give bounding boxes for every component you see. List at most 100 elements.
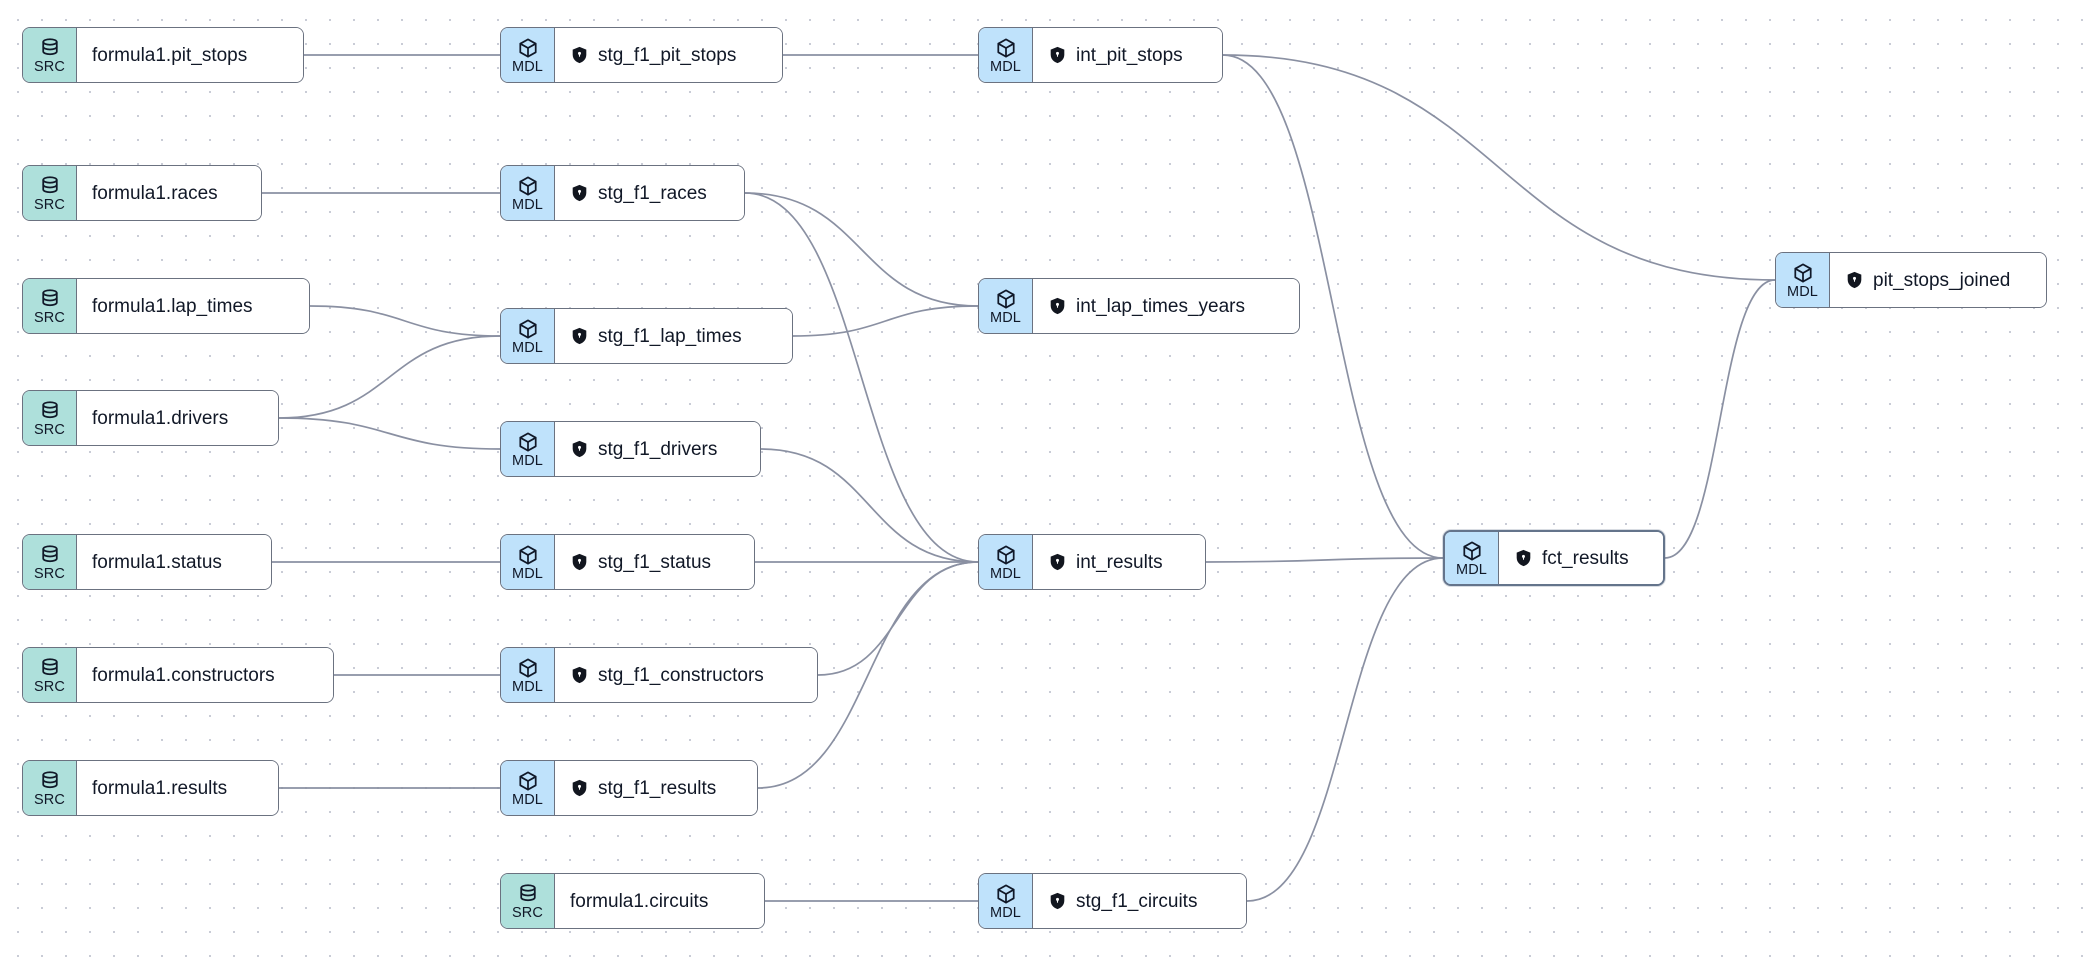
node-body[interactable]: formula1.drivers — [77, 391, 278, 445]
model-badge: MDL — [501, 166, 555, 220]
shield-lock-icon — [570, 45, 589, 65]
lineage-edge-stg_constructors-to-int_results — [817, 561, 979, 676]
shield-lock-icon — [570, 665, 589, 685]
node-kind-label: MDL — [990, 58, 1021, 75]
database-icon — [39, 544, 61, 566]
lineage-node-stg_lap_times[interactable]: MDL stg_f1_lap_times — [500, 308, 793, 364]
node-kind-label: MDL — [512, 196, 543, 213]
node-body[interactable]: formula1.constructors — [77, 648, 333, 702]
node-kind-label: MDL — [1787, 283, 1818, 300]
lineage-node-src_drivers[interactable]: SRC formula1.drivers — [22, 390, 279, 446]
lineage-node-src_pit_stops[interactable]: SRC formula1.pit_stops — [22, 27, 304, 83]
lineage-node-stg_pit_stops[interactable]: MDL stg_f1_pit_stops — [500, 27, 783, 83]
node-label: stg_f1_results — [598, 777, 717, 799]
lineage-node-src_lap_times[interactable]: SRC formula1.lap_times — [22, 278, 310, 334]
node-body[interactable]: formula1.pit_stops — [77, 28, 303, 82]
node-body[interactable]: int_lap_times_years — [1033, 279, 1299, 333]
node-kind-label: SRC — [34, 421, 65, 438]
node-label: formula1.constructors — [92, 664, 275, 686]
node-label: stg_f1_pit_stops — [598, 44, 737, 66]
model-badge: MDL — [501, 422, 555, 476]
cube-icon — [517, 431, 539, 453]
node-body[interactable]: formula1.lap_times — [77, 279, 309, 333]
shield-lock-icon — [570, 439, 589, 459]
lineage-node-stg_status[interactable]: MDL stg_f1_status — [500, 534, 755, 590]
node-body[interactable]: fct_results — [1499, 532, 1663, 584]
lineage-node-fct_results[interactable]: MDL fct_results — [1443, 530, 1665, 586]
node-body[interactable]: stg_f1_drivers — [555, 422, 760, 476]
node-body[interactable]: stg_f1_constructors — [555, 648, 817, 702]
model-badge: MDL — [501, 28, 555, 82]
node-body[interactable]: formula1.races — [77, 166, 261, 220]
node-kind-label: MDL — [512, 452, 543, 469]
lineage-node-stg_drivers[interactable]: MDL stg_f1_drivers — [500, 421, 761, 477]
node-label: formula1.races — [92, 182, 218, 204]
cube-icon — [995, 37, 1017, 59]
node-label: stg_f1_races — [598, 182, 707, 204]
node-body[interactable]: int_pit_stops — [1033, 28, 1222, 82]
cube-icon — [517, 37, 539, 59]
cube-icon — [517, 175, 539, 197]
node-label: stg_f1_drivers — [598, 438, 718, 460]
model-badge: MDL — [979, 535, 1033, 589]
node-body[interactable]: stg_f1_races — [555, 166, 744, 220]
source-badge: SRC — [23, 535, 77, 589]
source-badge: SRC — [23, 166, 77, 220]
node-body[interactable]: formula1.results — [77, 761, 278, 815]
database-icon — [39, 657, 61, 679]
shield-lock-icon — [570, 326, 589, 346]
shield-lock-icon — [570, 778, 589, 798]
node-body[interactable]: stg_f1_circuits — [1033, 874, 1246, 928]
lineage-node-src_constructors[interactable]: SRC formula1.constructors — [22, 647, 334, 703]
node-kind-label: MDL — [1456, 561, 1487, 578]
node-body[interactable]: int_results — [1033, 535, 1205, 589]
lineage-node-pit_stops_joined[interactable]: MDL pit_stops_joined — [1775, 252, 2047, 308]
source-badge: SRC — [23, 648, 77, 702]
database-icon — [517, 883, 539, 905]
lineage-node-stg_circuits[interactable]: MDL stg_f1_circuits — [978, 873, 1247, 929]
node-body[interactable]: stg_f1_status — [555, 535, 754, 589]
node-kind-label: MDL — [512, 339, 543, 356]
database-icon — [39, 175, 61, 197]
node-kind-label: SRC — [34, 58, 65, 75]
lineage-node-stg_results[interactable]: MDL stg_f1_results — [500, 760, 758, 816]
lineage-edge-stg_races-to-int_results — [744, 192, 979, 563]
node-label: formula1.results — [92, 777, 228, 799]
cube-icon — [517, 770, 539, 792]
node-label: formula1.status — [92, 551, 222, 573]
database-icon — [39, 288, 61, 310]
node-kind-label: MDL — [990, 904, 1021, 921]
node-kind-label: SRC — [512, 904, 543, 921]
node-label: int_results — [1076, 551, 1163, 573]
node-body[interactable]: pit_stops_joined — [1830, 253, 2046, 307]
lineage-edge-src_lap_times-to-stg_lap_times — [309, 305, 501, 337]
cube-icon — [995, 544, 1017, 566]
node-body[interactable]: stg_f1_results — [555, 761, 757, 815]
source-badge: SRC — [23, 279, 77, 333]
model-badge: MDL — [501, 309, 555, 363]
node-label: stg_f1_constructors — [598, 664, 764, 686]
node-body[interactable]: formula1.circuits — [555, 874, 764, 928]
node-kind-label: SRC — [34, 565, 65, 582]
lineage-edge-src_drivers-to-stg_lap_times — [278, 335, 501, 419]
node-label: formula1.lap_times — [92, 295, 253, 317]
lineage-node-src_races[interactable]: SRC formula1.races — [22, 165, 262, 221]
lineage-node-int_results[interactable]: MDL int_results — [978, 534, 1206, 590]
lineage-node-int_pit_stops[interactable]: MDL int_pit_stops — [978, 27, 1223, 83]
node-body[interactable]: stg_f1_pit_stops — [555, 28, 782, 82]
node-kind-label: MDL — [512, 791, 543, 808]
lineage-node-stg_races[interactable]: MDL stg_f1_races — [500, 165, 745, 221]
node-label: formula1.circuits — [570, 890, 709, 912]
lineage-node-src_circuits[interactable]: SRC formula1.circuits — [500, 873, 765, 929]
node-kind-label: MDL — [512, 565, 543, 582]
node-body[interactable]: stg_f1_lap_times — [555, 309, 792, 363]
database-icon — [39, 37, 61, 59]
lineage-node-src_status[interactable]: SRC formula1.status — [22, 534, 272, 590]
cube-icon — [1461, 540, 1483, 562]
node-label: stg_f1_circuits — [1076, 890, 1198, 912]
node-body[interactable]: formula1.status — [77, 535, 271, 589]
